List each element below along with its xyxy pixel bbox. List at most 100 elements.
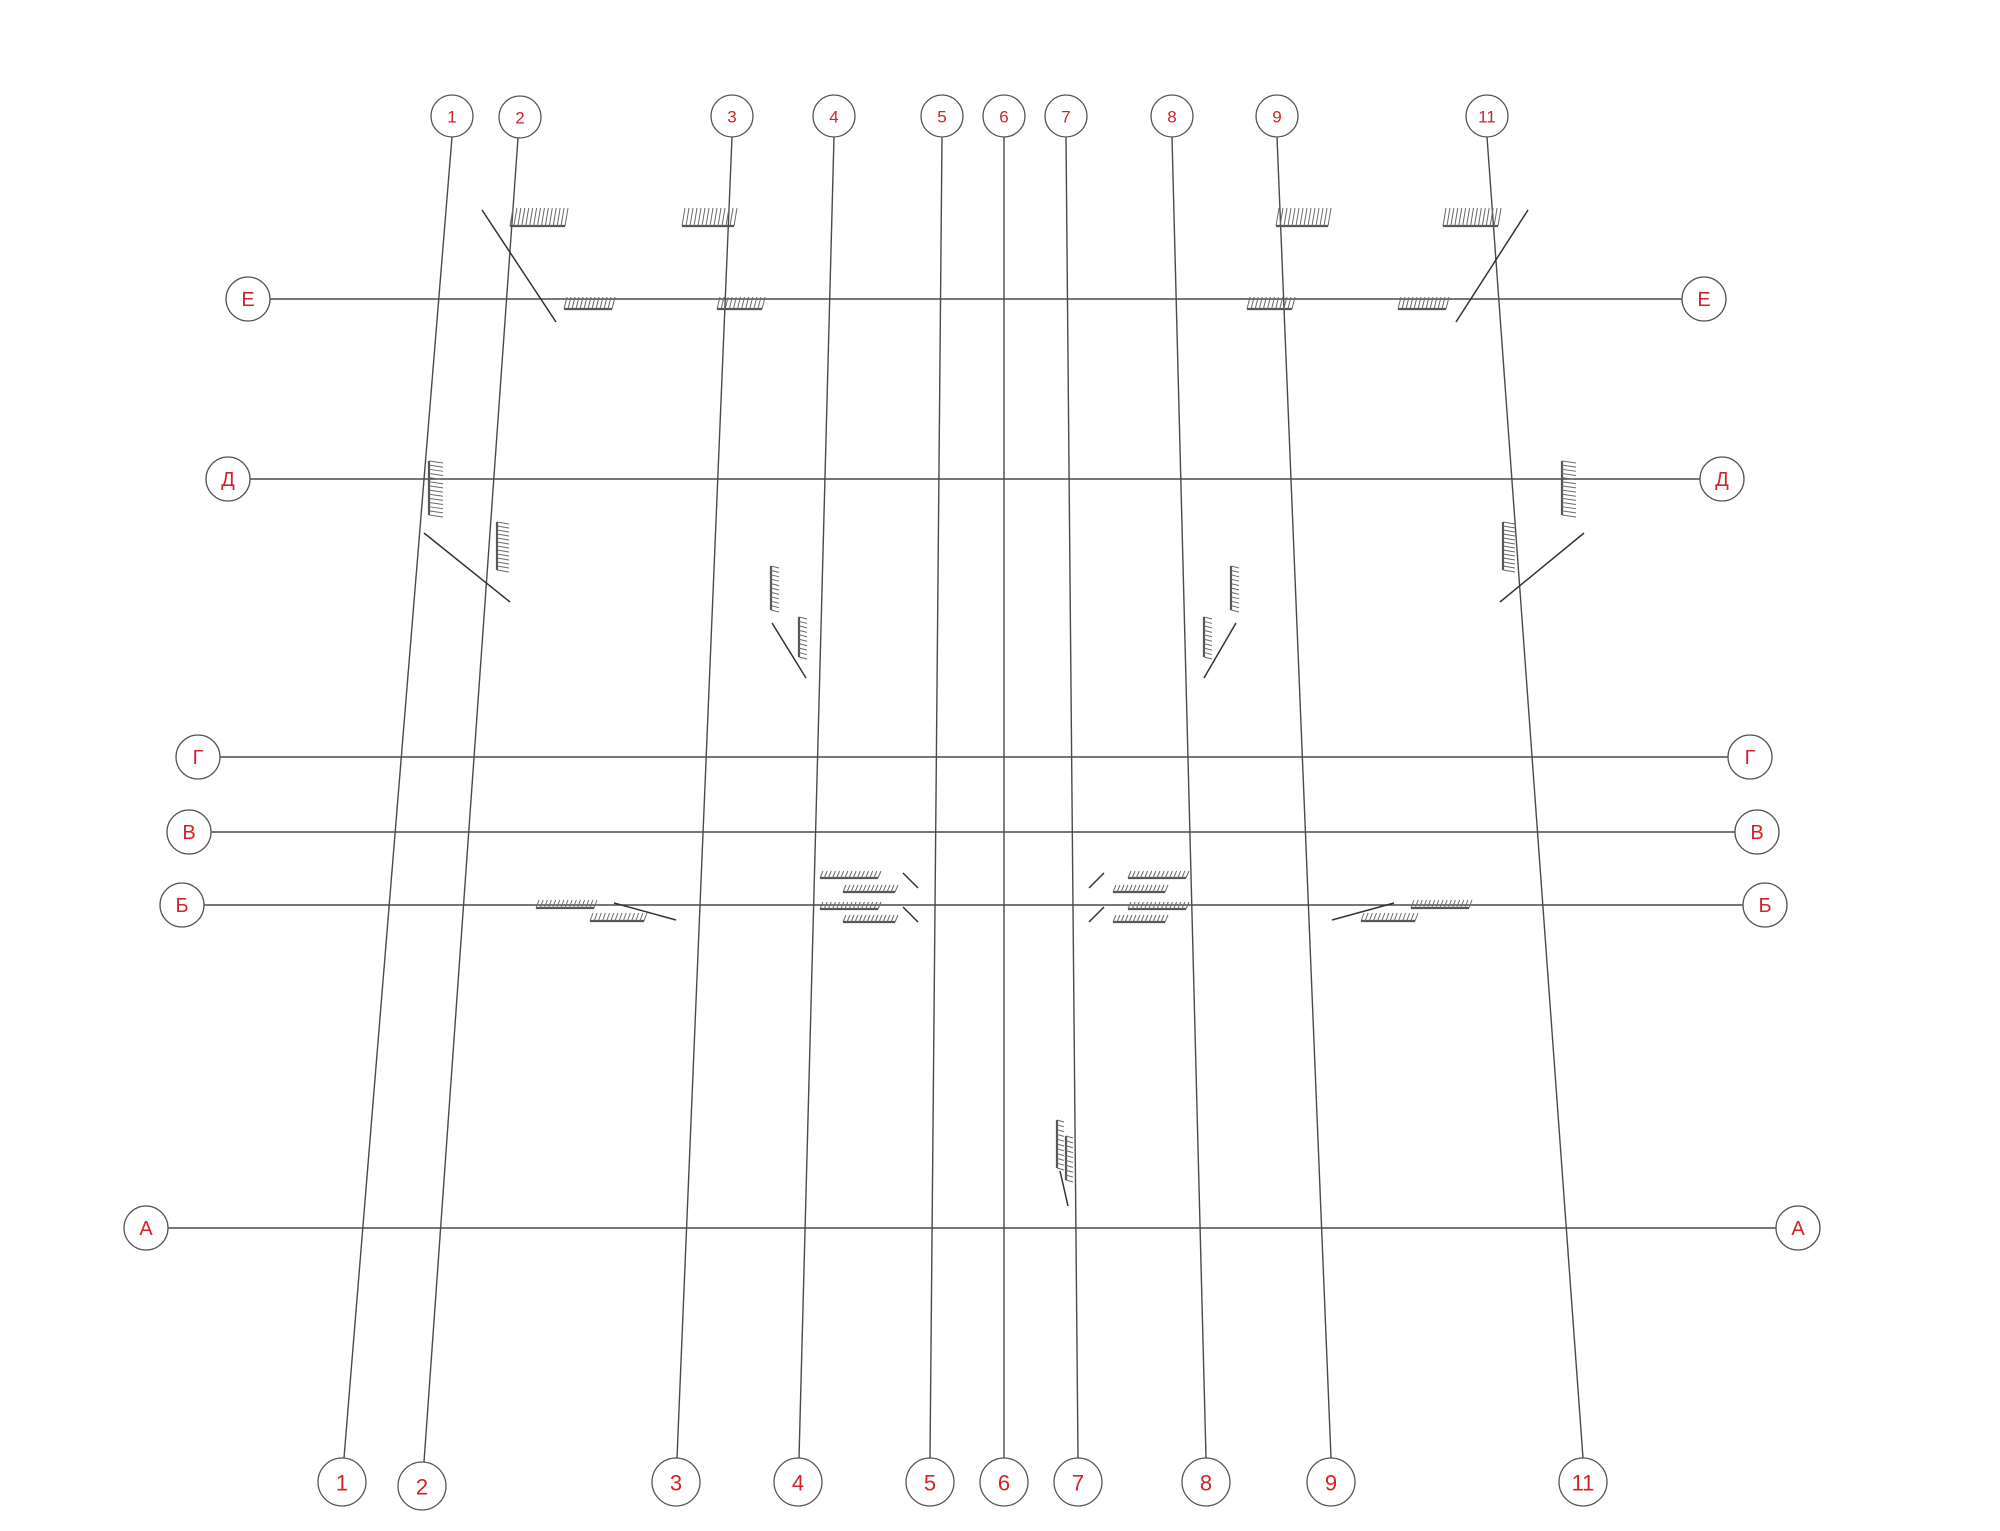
axis-bubble-bottom-6-label: 6 bbox=[998, 1471, 1010, 1496]
axis-bubble-top-9: 9 bbox=[1255, 94, 1299, 138]
axis-bubble-bottom-7: 7 bbox=[1053, 1457, 1103, 1507]
axis-bubble-left-de-circle bbox=[205, 456, 251, 502]
axis-bubble-bottom-9: 9 bbox=[1306, 1457, 1356, 1507]
rebar-detail bbox=[495, 521, 510, 573]
rebar-detail bbox=[1112, 914, 1169, 924]
axis-bubble-bottom-3: 3 bbox=[651, 1457, 701, 1507]
rebar-detail bbox=[819, 901, 882, 911]
rebar-detail bbox=[1397, 296, 1450, 311]
axis-bubble-right-ye-circle bbox=[1681, 276, 1727, 322]
axis-bubble-bottom-11-circle bbox=[1558, 1457, 1608, 1507]
axis-bubble-top-4-circle bbox=[812, 94, 856, 138]
axis-bubble-left-ye-label: Е bbox=[241, 289, 254, 311]
axis-bubble-right-a-circle bbox=[1775, 1205, 1821, 1251]
detail-leader-line bbox=[902, 872, 919, 889]
detail-leader-line bbox=[1088, 906, 1105, 923]
axis-bubble-bottom-2: 2 bbox=[397, 1461, 447, 1511]
axis-bubble-right-be-label: Б bbox=[1758, 895, 1771, 917]
axis-bubble-top-2-circle bbox=[498, 95, 542, 139]
rebar-detail bbox=[1275, 207, 1332, 228]
grid-lines bbox=[168, 136, 1776, 1463]
axis-bubble-top-6: 6 bbox=[982, 94, 1026, 138]
axis-line-5 bbox=[929, 136, 943, 1459]
rebar-detail bbox=[1127, 901, 1190, 911]
rebar-detail bbox=[1410, 899, 1473, 910]
rebar-detail bbox=[1442, 207, 1502, 228]
axis-bubble-left-de: Д bbox=[205, 456, 251, 502]
axis-bubble-bottom-4: 4 bbox=[773, 1457, 823, 1507]
rebar-detail bbox=[1055, 1119, 1065, 1171]
axis-bubble-left-ve: В bbox=[166, 809, 212, 855]
detail-leader-line bbox=[481, 209, 557, 323]
rebar-detail bbox=[1064, 1135, 1074, 1183]
axis-bubble-left-a-circle bbox=[123, 1205, 169, 1251]
axis-bubble-right-ve-label: В bbox=[1750, 822, 1763, 844]
detail-leader-line bbox=[1455, 209, 1529, 323]
axis-line-9 bbox=[1276, 136, 1332, 1459]
axis-bubble-bottom-11-label: 11 bbox=[1572, 1471, 1595, 1496]
axis-bubble-bottom-3-circle bbox=[651, 1457, 701, 1507]
axis-bubble-bottom-11: 11 bbox=[1558, 1457, 1608, 1507]
rebar-detail bbox=[769, 565, 780, 613]
axis-bubble-left-ge-label: Г bbox=[193, 747, 204, 769]
rebar-detail bbox=[535, 899, 598, 910]
axis-bubble-top-4: 4 bbox=[812, 94, 856, 138]
axis-bubble-bottom-9-label: 9 bbox=[1325, 1471, 1337, 1496]
axis-bubble-bottom-8: 8 bbox=[1181, 1457, 1231, 1507]
axis-bubble-top-3: 3 bbox=[710, 94, 754, 138]
detail-leader-line bbox=[613, 902, 677, 921]
axis-line-7 bbox=[1065, 136, 1079, 1459]
axis-bubble-top-6-circle bbox=[982, 94, 1026, 138]
rebar-detail bbox=[1360, 912, 1419, 923]
axis-bubble-left-ge-circle bbox=[175, 734, 221, 780]
rebar-detail bbox=[1246, 296, 1296, 311]
axis-bubble-top-11: 11 bbox=[1465, 94, 1509, 138]
rebar-detail bbox=[1560, 460, 1577, 518]
axis-bubble-top-4-label: 4 bbox=[829, 108, 838, 127]
axis-bubble-bottom-5-circle bbox=[905, 1457, 955, 1507]
rebar-detail bbox=[797, 616, 808, 660]
rebar-detail bbox=[716, 296, 766, 311]
rebar-detail bbox=[842, 914, 899, 924]
axis-bubble-top-5-circle bbox=[920, 94, 964, 138]
detail-leader-line bbox=[423, 532, 511, 603]
detail-marks bbox=[423, 207, 1585, 1207]
rebar-detail bbox=[1127, 870, 1190, 880]
axis-bubble-top-7-circle bbox=[1044, 94, 1088, 138]
axis-bubble-top-9-label: 9 bbox=[1272, 108, 1281, 127]
axis-bubble-left-be-circle bbox=[159, 882, 205, 928]
axis-line-8 bbox=[1171, 136, 1207, 1459]
rebar-detail bbox=[819, 870, 882, 880]
axis-bubble-bottom-9-circle bbox=[1306, 1457, 1356, 1507]
rebar-detail bbox=[1501, 521, 1516, 573]
axis-bubble-bottom-5: 5 bbox=[905, 1457, 955, 1507]
axis-bubble-top-3-label: 3 bbox=[727, 108, 736, 127]
axis-line-1 bbox=[343, 136, 453, 1459]
axis-bubble-left-ve-circle bbox=[166, 809, 212, 855]
axis-bubble-bottom-5-label: 5 bbox=[924, 1471, 936, 1496]
rebar-detail bbox=[589, 912, 648, 923]
axis-bubble-bottom-4-circle bbox=[773, 1457, 823, 1507]
axis-bubble-right-a-label: А bbox=[1791, 1218, 1805, 1240]
axis-line-3 bbox=[676, 136, 733, 1459]
rebar-detail bbox=[681, 207, 738, 228]
axis-bubble-top-5-label: 5 bbox=[937, 108, 946, 127]
axis-bubble-right-ye: Е bbox=[1681, 276, 1727, 322]
axis-bubble-bottom-1-circle bbox=[317, 1457, 367, 1507]
axis-bubble-top-11-circle bbox=[1465, 94, 1509, 138]
axis-bubble-bottom-4-label: 4 bbox=[792, 1471, 804, 1496]
axis-bubble-bottom-8-label: 8 bbox=[1200, 1471, 1212, 1496]
rebar-detail bbox=[563, 296, 616, 311]
axis-bubble-left-ve-label: В bbox=[182, 822, 195, 844]
axis-bubble-bottom-2-circle bbox=[397, 1461, 447, 1511]
axis-bubble-top-8-circle bbox=[1150, 94, 1194, 138]
axis-bubble-bottom-6-circle bbox=[979, 1457, 1029, 1507]
rebar-detail bbox=[1202, 616, 1213, 660]
axis-bubble-top-6-label: 6 bbox=[999, 108, 1008, 127]
axis-bubble-left-ge: Г bbox=[175, 734, 221, 780]
axis-bubble-bottom-7-label: 7 bbox=[1072, 1471, 1084, 1496]
axis-bubble-right-ve-circle bbox=[1734, 809, 1780, 855]
